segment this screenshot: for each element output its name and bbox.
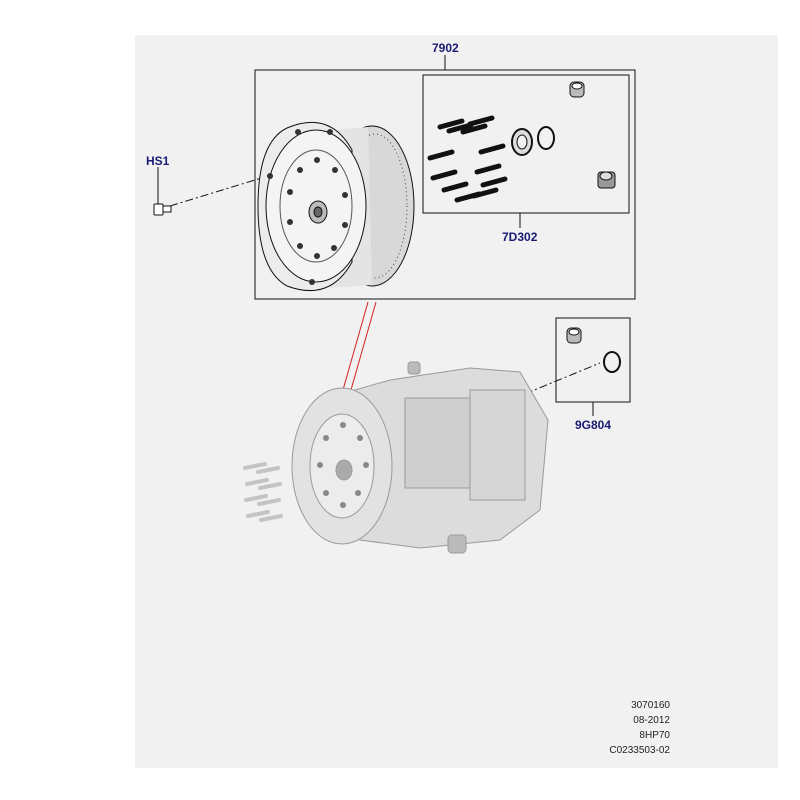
callout-7d302: 7D302	[502, 230, 538, 244]
seal-set	[511, 81, 616, 189]
catalog-reference: C0233503-02	[609, 745, 670, 756]
frame-7d302	[422, 74, 630, 214]
transmission-model: 8HP70	[639, 730, 670, 741]
callout-7902: 7902	[432, 41, 459, 55]
callout-9g804: 9G804	[575, 418, 612, 432]
torque-converter	[257, 121, 415, 292]
transmission-bolts	[243, 462, 283, 522]
bolt-hs1	[153, 203, 172, 216]
bolt-set	[427, 115, 508, 203]
drawing-number: 3070160	[631, 700, 670, 711]
transmission	[291, 361, 549, 554]
callout-hs1: HS1	[146, 154, 170, 168]
drawing-date: 08-2012	[633, 715, 670, 726]
seal-kit-9g804	[566, 327, 621, 373]
